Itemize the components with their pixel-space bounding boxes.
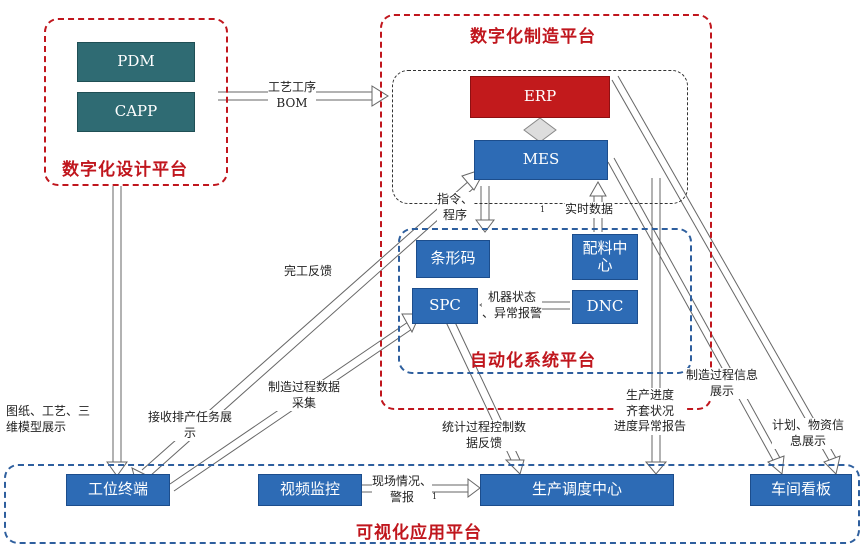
label-machine-status: 机器状态 、异常报警 [482,290,543,322]
manufacturing-platform-title: 数字化制造平台 [470,27,596,47]
automation-platform-title: 自动化系统平台 [470,351,596,371]
dispatch-center-node[interactable]: 配料中心 [572,234,638,280]
label-process-data: 制造过程数据 采集 [268,380,341,412]
label-completion-feedback: 完工反馈 [284,264,333,280]
label-spc-feedback: 统计过程控制数 据反馈 [442,420,527,452]
automation-platform [398,228,692,374]
label-process-info: 制造过程信息 展示 [686,368,759,400]
label-onsite-alarm: 现场情况、 警报 [372,474,433,506]
design-platform-title: 数字化设计平台 [62,160,188,180]
spc-node[interactable]: SPC [412,288,478,324]
pdm-node[interactable]: PDM [77,42,195,82]
label-production-progress: 生产进度 齐套状况 进度异常报告 [614,388,687,435]
label-process-bom: 工艺工序 BOM [268,80,317,112]
label-mark-1a: 1 [540,205,546,214]
label-drawings: 图纸、工艺、三 维模型展示 [6,404,91,436]
production-center-node[interactable]: 生产调度中心 [480,474,674,506]
design-platform [44,18,228,186]
barcode-node[interactable]: 条形码 [416,240,490,278]
label-receive-tasks: 接收排产任务展 示 [148,410,233,442]
erp-node[interactable]: ERP [470,76,610,118]
arrow-design-to-workstation [106,186,128,477]
erp-mes-group [392,70,688,204]
label-instruction-program: 指令、 程序 [437,192,474,224]
label-mark-1b: 1 [432,492,438,501]
video-monitor-node[interactable]: 视频监控 [258,474,362,506]
capp-node[interactable]: CAPP [77,92,195,132]
label-realtime-data: 实时数据 [565,202,614,218]
workstation-node[interactable]: 工位终端 [66,474,170,506]
label-plan-material: 计划、物资信 息展示 [772,418,845,450]
mes-node[interactable]: MES [474,140,608,180]
visualization-platform [4,464,860,544]
manufacturing-platform [380,14,712,410]
dnc-node[interactable]: DNC [572,290,638,324]
visualization-platform-title: 可视化应用平台 [356,523,482,543]
workshop-board-node[interactable]: 车间看板 [750,474,852,506]
